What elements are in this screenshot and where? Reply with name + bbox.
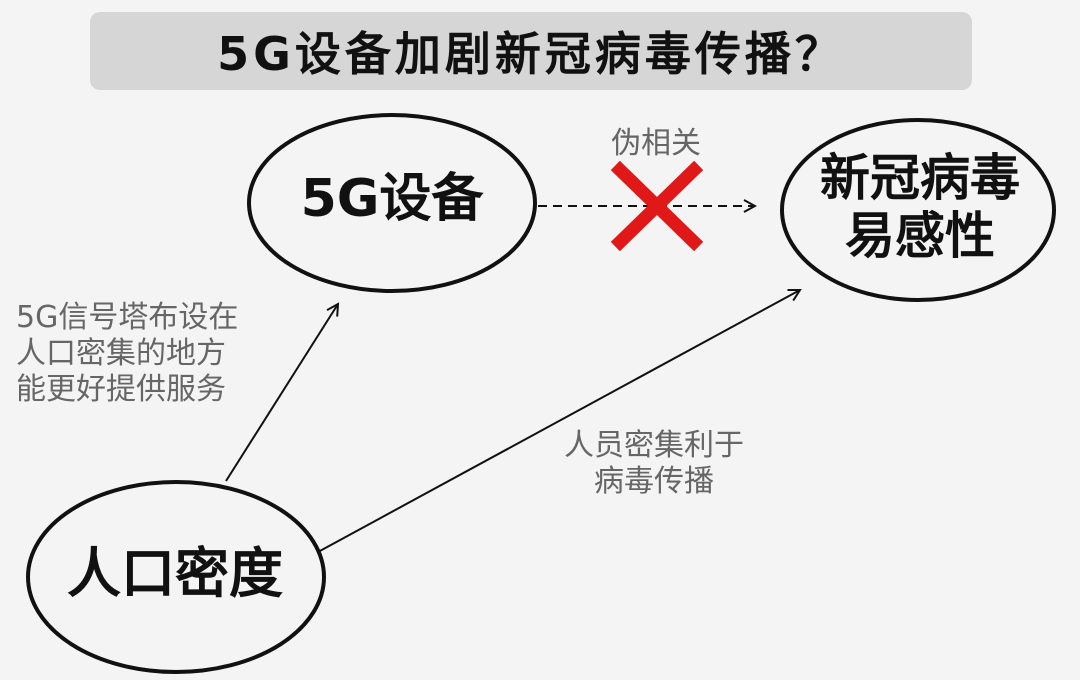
density-to-5g-line2: 人口密集的地方 — [16, 336, 226, 371]
node-virus-label-line2: 易感性 — [845, 206, 995, 265]
edge-density-to-virus — [317, 290, 800, 553]
node-5g-label: 5G设备 — [300, 169, 484, 229]
node-5g-ellipse — [247, 113, 537, 293]
density-to-5g-line3: 能更好提供服务 — [16, 372, 226, 407]
node-virus-label: 新冠病毒 易感性 — [790, 149, 1050, 265]
title-banner: 5G设备加剧新冠病毒传播？ — [90, 12, 972, 90]
density-to-virus-annotation: 人员密集利于 病毒传播 — [546, 428, 762, 500]
node-virus-ellipse — [780, 118, 1056, 302]
node-density-ellipse — [26, 480, 326, 674]
node-density-label: 人口密度 — [67, 542, 283, 605]
density-to-5g-annotation: 5G信号塔布设在 人口密集的地方 能更好提供服务 — [16, 300, 238, 408]
density-to-virus-line1: 人员密集利于 — [564, 428, 744, 463]
false-correlation-cross-icon — [610, 160, 704, 252]
edge-density-to-5g — [225, 304, 338, 482]
density-to-virus-line2: 病毒传播 — [594, 464, 714, 499]
page-title: 5G设备加剧新冠病毒传播？ — [217, 27, 845, 81]
node-virus-label-line1: 新冠病毒 — [820, 149, 1020, 207]
false-correlation-label: 伪相关 — [611, 126, 701, 161]
density-to-5g-line1: 5G信号塔布设在 — [16, 300, 239, 335]
